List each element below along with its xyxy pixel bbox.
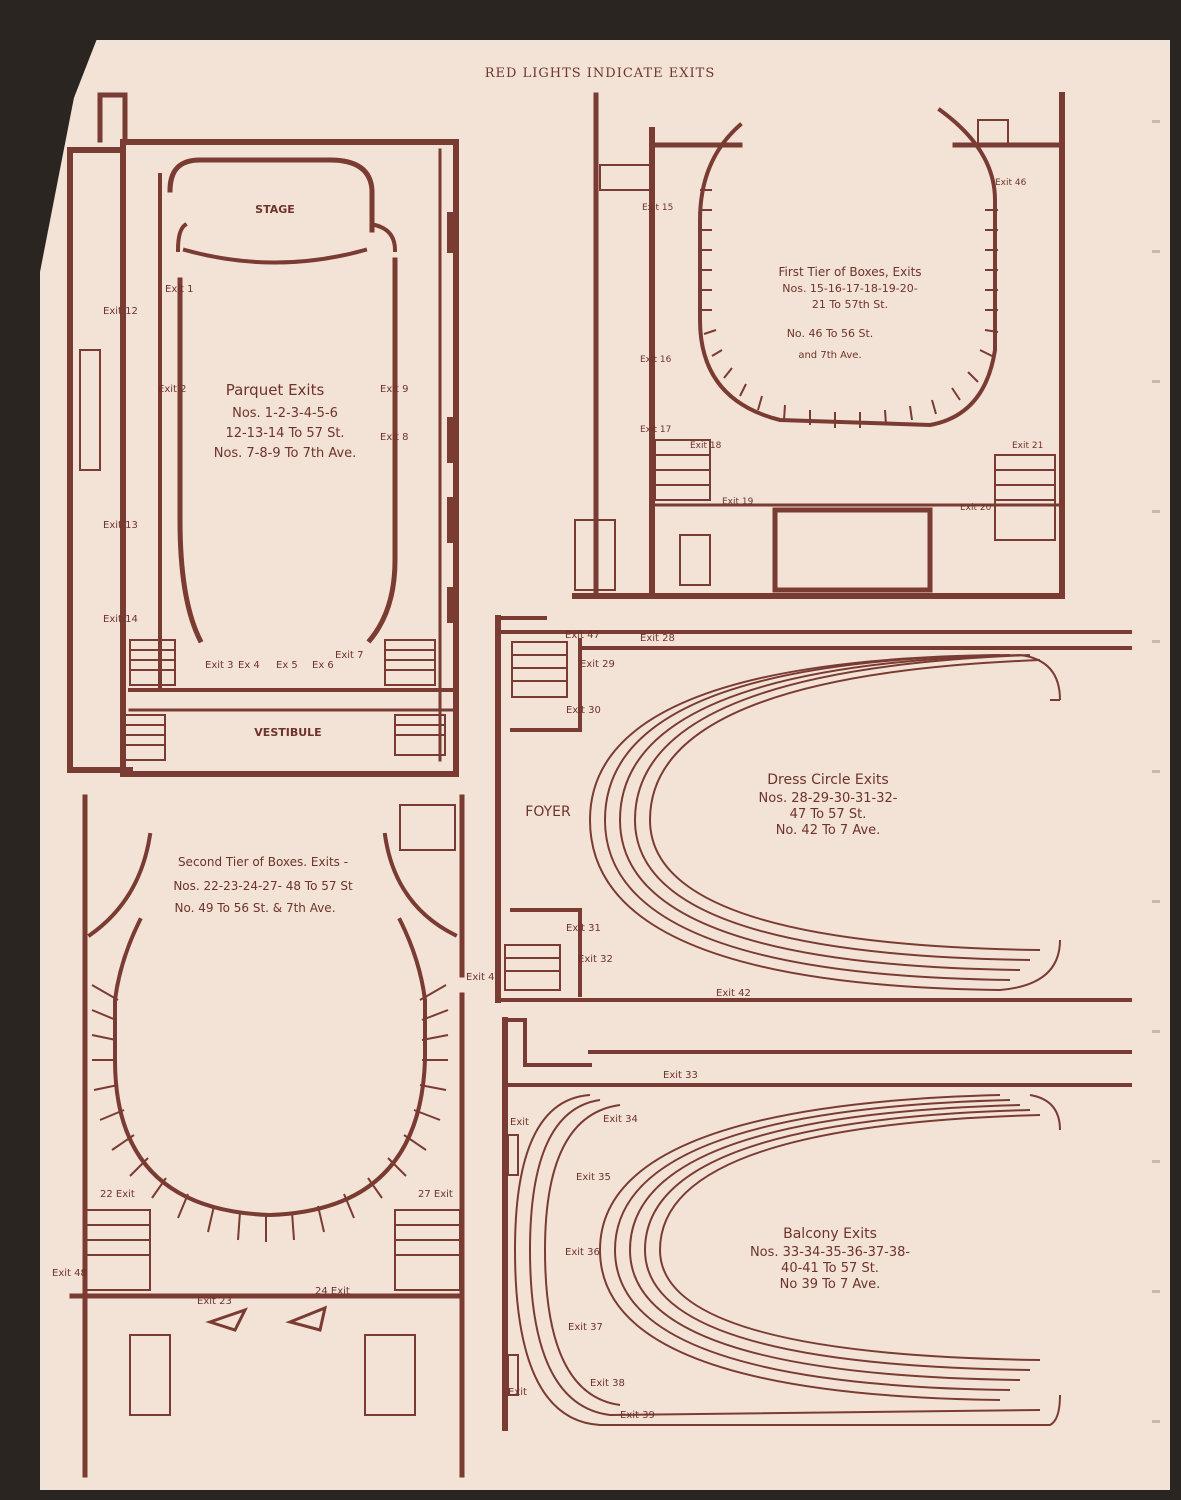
parquet-line-2: 12-13-14 To 57 St. (225, 426, 344, 441)
first-tier-plan: First Tier of Boxes, Exits Nos. 15-16-17… (572, 92, 1065, 599)
exit-36-label: Exit 36 (565, 1247, 600, 1258)
exit-16-label: Exit 16 (640, 355, 672, 365)
exit-38-label: Exit 38 (590, 1378, 625, 1389)
exit-30-label: Exit 30 (566, 705, 601, 716)
exit-3-label: Exit 3 (205, 660, 233, 671)
balcony-plan: Balcony Exits Nos. 33-34-35-36-37-38- 40… (502, 1017, 1132, 1431)
exit-13-label: Exit 13 (103, 520, 138, 531)
stage-label: STAGE (255, 203, 295, 216)
exit-37-label: Exit 37 (568, 1322, 603, 1333)
parquet-plan: STAGE VESTIBULE Parquet Exits Nos. 1-2-3… (67, 92, 459, 777)
exit-7-label: Exit 7 (335, 650, 363, 661)
exit-2-label: Exit 2 (158, 384, 186, 395)
exit-21-label: Exit 21 (1012, 441, 1043, 451)
exit-27-label: 27 Exit (418, 1189, 453, 1200)
foyer-label: FOYER (525, 804, 571, 820)
second-tier-line-2: No. 49 To 56 St. & 7th Ave. (174, 901, 335, 915)
second-tier-title: Second Tier of Boxes. Exits - (178, 855, 348, 869)
exit-22-label: 22 Exit (100, 1189, 135, 1200)
exit-19-label: Exit 19 (722, 497, 754, 507)
first-tier-line-4: and 7th Ave. (798, 350, 861, 361)
parquet-line-3: Nos. 7-8-9 To 7th Ave. (214, 446, 357, 461)
exit-24-label: 24 Exit (315, 1286, 350, 1297)
vestibule-label: VESTIBULE (254, 726, 321, 739)
exit-31-label: Exit 31 (566, 923, 601, 934)
dress-circle-line-1: Nos. 28-29-30-31-32- (759, 791, 898, 806)
exit-47-label: Exit 47 (565, 630, 600, 641)
exit-49-label: Exit 49 (466, 972, 501, 983)
balcony-line-2: 40-41 To 57 St. (781, 1261, 879, 1276)
balcony-line-1: Nos. 33-34-35-36-37-38- (750, 1245, 910, 1260)
first-tier-line-1: Nos. 15-16-17-18-19-20- (782, 282, 918, 295)
exit-14-label: Exit 14 (103, 614, 138, 625)
exit-39-label: Exit 39 (620, 1410, 655, 1421)
exit-29-label: Exit 29 (580, 659, 615, 670)
exit-4-label: Ex 4 (238, 660, 260, 671)
exit-28-label: Exit 28 (640, 633, 675, 644)
exit-1-label: Exit 1 (165, 284, 193, 295)
exit-12-label: Exit 12 (103, 306, 138, 317)
balcony-line-3: No 39 To 7 Ave. (780, 1277, 881, 1292)
exit-8-label: Exit 8 (380, 432, 408, 443)
first-tier-line-3: No. 46 To 56 St. (787, 327, 874, 340)
exit-46-label: Exit 46 (995, 178, 1027, 188)
dress-circle-plan: FOYER Dress Circle Exits Nos. 28-29-30-3… (495, 615, 1132, 1003)
exit-23-label: Exit 23 (197, 1296, 232, 1307)
exit-48-label: Exit 48 (52, 1268, 87, 1279)
parquet-line-1: Nos. 1-2-3-4-5-6 (232, 406, 338, 421)
second-tier-box-rows (91, 984, 449, 1242)
dress-circle-line-3: No. 42 To 7 Ave. (776, 823, 881, 838)
exit-18-label: Exit 18 (690, 441, 722, 451)
first-tier-title: First Tier of Boxes, Exits (778, 265, 921, 279)
exit-41-label: Exit (508, 1387, 527, 1398)
exit-32-label: Exit 32 (578, 954, 613, 965)
exit-5-label: Ex 5 (276, 660, 298, 671)
exit-34-label: Exit 34 (603, 1114, 638, 1125)
exit-35-label: Exit 35 (576, 1172, 611, 1183)
dress-circle-seating-rows (588, 654, 1061, 992)
first-tier-box-rows (700, 189, 999, 428)
balcony-title: Balcony Exits (783, 1226, 877, 1242)
parquet-title: Parquet Exits (226, 381, 325, 399)
exit-33-label: Exit 33 (663, 1070, 698, 1081)
exit-15-label: Exit 15 (642, 203, 673, 213)
balcony-seating-rows (507, 1094, 1061, 1426)
exit-40-label: Exit (510, 1117, 529, 1128)
exit-6-label: Ex 6 (312, 660, 334, 671)
second-tier-line-1: Nos. 22-23-24-27- 48 To 57 St (173, 879, 353, 893)
second-tier-plan: Second Tier of Boxes. Exits - Nos. 22-23… (52, 794, 501, 1478)
first-tier-line-2: 21 To 57th St. (812, 298, 888, 311)
dress-circle-line-2: 47 To 57 St. (790, 807, 867, 822)
exit-17-label: Exit 17 (640, 425, 671, 435)
binding-edge (1152, 120, 1160, 1423)
parquet-stairs (124, 639, 446, 761)
page-header: RED LIGHTS INDICATE EXITS (485, 66, 715, 81)
dress-circle-title: Dress Circle Exits (767, 772, 888, 788)
exit-9-label: Exit 9 (380, 384, 408, 395)
exit-42-label: Exit 42 (716, 988, 751, 999)
exit-20-label: Exit 20 (960, 503, 992, 513)
